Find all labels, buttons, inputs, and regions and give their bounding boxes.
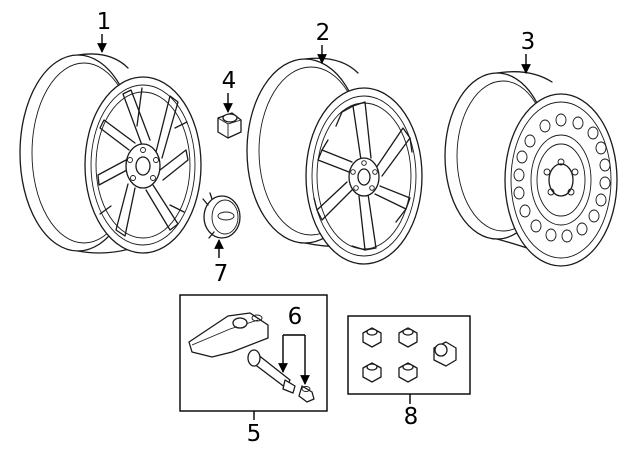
steel-spare-wheel-icon [444, 71, 618, 267]
center-cap-icon [202, 192, 241, 239]
lug-nut-set-icon [362, 327, 457, 383]
callout-number-8: 8 [404, 404, 419, 430]
callout-number-7: 7 [214, 261, 229, 287]
callout-3: 3 [521, 29, 536, 74]
callout-number-5: 5 [247, 421, 262, 447]
lug-nut-set-box [347, 315, 471, 395]
callout-5: 5 [247, 411, 262, 447]
callout-number-2: 2 [316, 20, 331, 46]
callout-6: 6 [278, 304, 310, 385]
callout-number-3: 3 [521, 29, 536, 55]
callout-number-1: 1 [97, 9, 112, 35]
callout-4: 4 [222, 68, 237, 113]
callout-2: 2 [316, 20, 331, 64]
tpms-sensor-kit-icon [188, 312, 269, 358]
alloy-wheel-y-spoke-icon [246, 57, 423, 265]
callout-1: 1 [97, 9, 112, 53]
callout-number-4: 4 [222, 68, 237, 94]
callout-number-6: 6 [288, 304, 303, 330]
alloy-wheel-split-spoke-icon [19, 53, 202, 254]
callout-7: 7 [214, 239, 229, 287]
lug-nut-icon [217, 112, 242, 139]
callout-8: 8 [404, 394, 419, 430]
valve-stem-and-cap-icon [247, 349, 315, 403]
